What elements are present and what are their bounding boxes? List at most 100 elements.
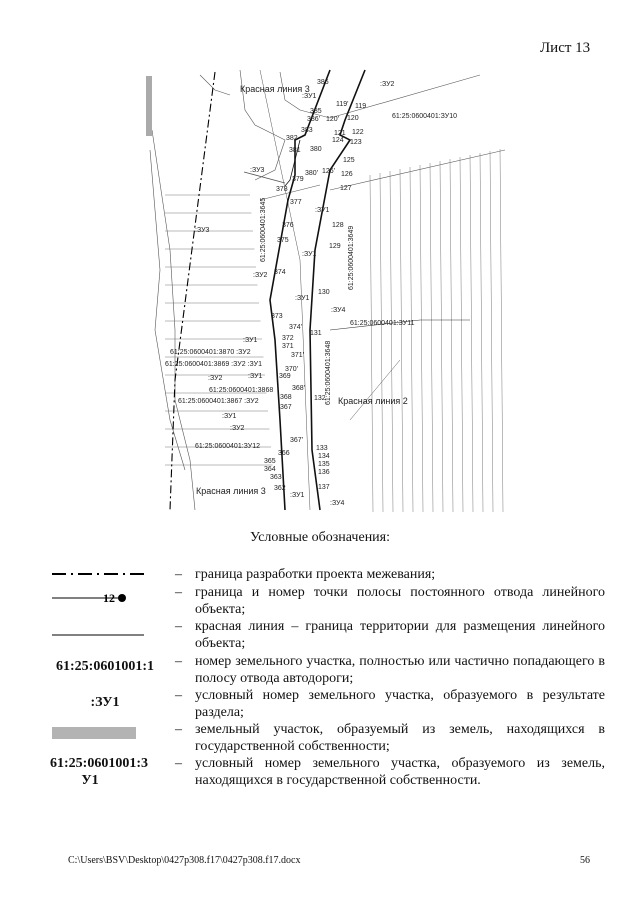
map-label: 132 xyxy=(314,395,326,402)
map-label: 385 xyxy=(310,108,322,115)
legend-title: Условные обозначения: xyxy=(249,530,391,545)
gray-fill-swatch xyxy=(52,727,136,739)
red-line-icon xyxy=(52,634,144,636)
map-label: 119' xyxy=(336,101,349,108)
map-label: 126 xyxy=(341,171,353,178)
map-line xyxy=(409,166,414,513)
legend-text: номер земельного участка, полностью или … xyxy=(195,654,605,686)
map-label: 125 xyxy=(343,157,355,164)
legend-text: условный номер земельного участка, образ… xyxy=(195,688,605,720)
map-line xyxy=(284,139,301,187)
map-vertical-label: 61:25:0600401:3649 xyxy=(348,226,355,290)
map-label: 381 xyxy=(289,147,301,154)
map-label: 377 xyxy=(290,199,302,206)
map-line xyxy=(439,160,444,513)
map-label: :ЗУ1 xyxy=(243,337,258,344)
map-label: :ЗУ2 xyxy=(253,272,268,279)
footer-file-path: C:\Users\BSV\Desktop\0427p308.f17\0427p3… xyxy=(68,855,301,866)
map-label: 362 xyxy=(274,485,286,492)
map-label: 383 xyxy=(301,127,313,134)
map-line xyxy=(459,156,464,513)
legend-text: земельный участок, образуемый из земель,… xyxy=(195,722,605,754)
legend-dash: – xyxy=(175,756,182,771)
map-label: 378 xyxy=(276,186,288,193)
map-label: 61:25:0600401:3870 :ЗУ2 xyxy=(170,349,251,356)
legend-dash: – xyxy=(175,722,182,737)
map-line xyxy=(479,152,484,513)
legend-dash: – xyxy=(175,619,182,634)
map-label: 137 xyxy=(318,484,330,491)
map-label: :ЗУ2 xyxy=(208,375,223,382)
map-label: :ЗУ1 xyxy=(302,93,317,100)
map-line xyxy=(329,319,470,331)
map-label: 61:25:0600401:3868 xyxy=(209,387,273,394)
map-line xyxy=(369,174,374,513)
map-label: 61:25:0600401:ЗУ10 xyxy=(392,113,457,120)
map-line xyxy=(489,150,494,513)
legend-text: условный номер земельного участка, образ… xyxy=(195,756,605,788)
map-label: 133 xyxy=(316,445,328,452)
legend-dash: – xyxy=(175,654,182,669)
map-label: 124 xyxy=(332,137,344,144)
point-number: 12 xyxy=(103,591,115,604)
map-label: 380' xyxy=(305,170,318,177)
map-line xyxy=(309,69,366,511)
map-line xyxy=(469,154,474,513)
legend-symbol: 61:25:0601001:3 У1 xyxy=(50,756,148,788)
legend-dash: – xyxy=(175,688,182,703)
map-line xyxy=(243,171,286,184)
map-label: 366 xyxy=(278,450,290,457)
map-line xyxy=(499,148,504,513)
map-label: :ЗУ1 xyxy=(315,207,330,214)
cadastral-map: Красная линия 3386:ЗУ2119'119385386'120'… xyxy=(146,69,506,513)
map-label: 375 xyxy=(277,237,289,244)
map-label: 368' xyxy=(292,385,305,392)
map-line xyxy=(269,69,331,511)
map-line xyxy=(279,71,481,119)
map-label: 120' xyxy=(326,116,339,123)
map-label: 119 xyxy=(355,103,366,110)
map-label: 126' xyxy=(322,168,335,175)
map-line xyxy=(259,69,311,511)
map-label: Красная линия 2 xyxy=(338,396,408,406)
map-label: 61:25:0600401:3867 :ЗУ2 xyxy=(178,398,259,405)
map-line xyxy=(239,69,286,181)
map-label: 136 xyxy=(318,469,330,476)
legend-text: граница и номер точки полосы постоянного… xyxy=(195,585,605,617)
map-label: :ЗУ1 xyxy=(302,251,317,258)
map-line xyxy=(449,158,454,513)
map-vertical-label: 61:25:0600401:3648 xyxy=(325,341,332,405)
map-line xyxy=(429,162,434,513)
map-label: Красная линия 3 xyxy=(240,84,310,94)
map-line xyxy=(149,149,186,471)
map-label: 128 xyxy=(332,222,344,229)
legend-text: граница разработки проекта межевания; xyxy=(195,567,436,582)
legend-dash: – xyxy=(175,585,182,600)
map-label: 122 xyxy=(352,129,364,136)
map-vertical-label: 61:25:0600401:3645 xyxy=(260,198,267,262)
map-label: 372 xyxy=(282,335,294,342)
map-label: 134 xyxy=(318,453,330,460)
map-line xyxy=(419,164,424,513)
map-label: 130 xyxy=(318,289,330,296)
map-label: 121 xyxy=(334,130,346,137)
map-label: :ЗУ2 xyxy=(380,81,395,88)
map-label: 380 xyxy=(310,146,322,153)
map-label: 374' xyxy=(289,324,302,331)
map-label: :ЗУ3 xyxy=(195,227,210,234)
map-line xyxy=(379,172,384,513)
map-label: 379 xyxy=(292,176,304,183)
map-label: 367' xyxy=(290,437,303,444)
map-line xyxy=(399,168,404,513)
map-label: 61:25:0600401:ЗУ11 xyxy=(350,320,415,327)
map-label: 61:25:0600401:ЗУ12 xyxy=(195,443,260,450)
page-number: 56 xyxy=(580,855,590,866)
map-line xyxy=(329,149,506,191)
dash-dot-line-icon xyxy=(52,573,146,575)
map-label: 369 xyxy=(279,373,291,380)
map-label: :ЗУ1 xyxy=(290,492,305,499)
map-line xyxy=(151,129,196,511)
map-label: 371' xyxy=(291,352,304,359)
map-label: :ЗУ4 xyxy=(331,307,346,314)
state-land-fill xyxy=(146,76,152,136)
